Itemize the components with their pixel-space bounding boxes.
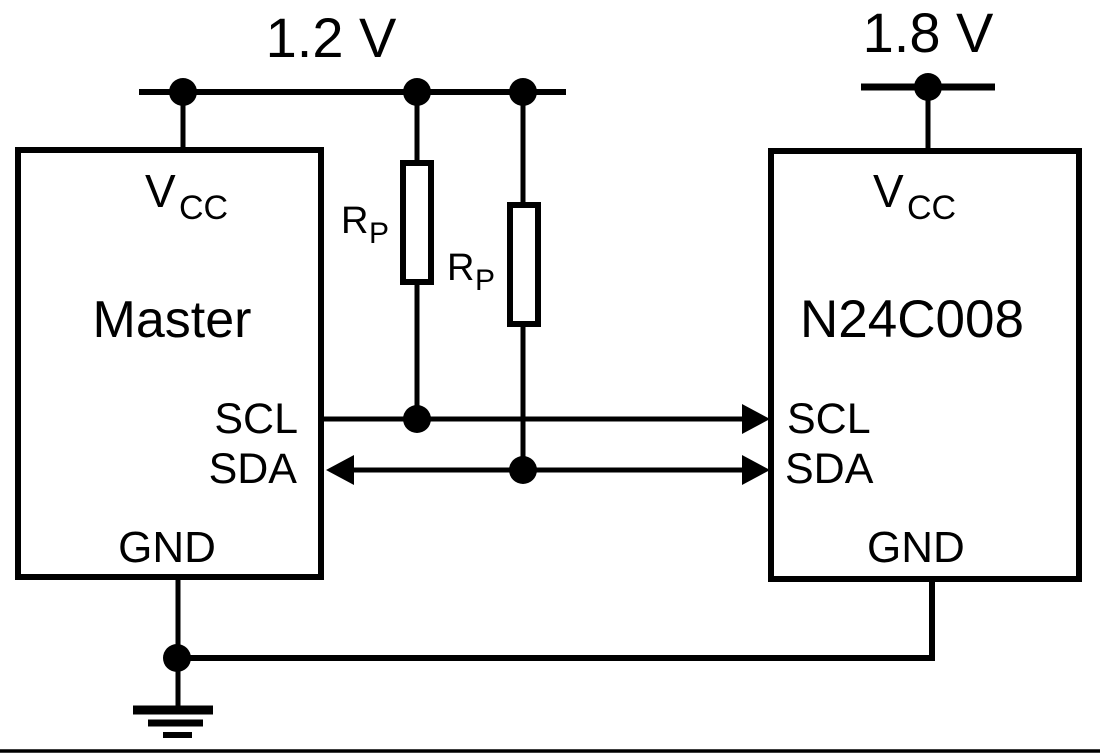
pullup-sda-subscript: P [475, 264, 495, 297]
supply-label-1v2: 1.2 V [266, 6, 397, 69]
slave-vcc-label: V [873, 165, 904, 217]
master-vcc-label: V [145, 165, 176, 217]
master-gnd-label: GND [118, 523, 216, 572]
master-sda-label: SDA [209, 445, 298, 493]
junction-dot-1v8 [914, 73, 942, 101]
pullup-resistor-scl-body [400, 160, 434, 285]
slave-block [768, 148, 1082, 582]
pullup-scl-label: R [341, 200, 368, 242]
sda-arrowhead-right-icon [742, 455, 770, 485]
slave-gnd-label: GND [867, 523, 965, 572]
slave-scl-label: SCL [787, 395, 871, 443]
master-vcc-subscript: CC [179, 189, 228, 227]
slave-vcc-subscript: CC [907, 189, 956, 227]
master-block [15, 147, 324, 580]
scl-arrowhead-right-icon [742, 404, 770, 434]
junction-dot-scl [403, 405, 431, 433]
junction-dot-rail-master [169, 78, 197, 106]
sda-arrowhead-left-icon [326, 455, 354, 485]
junction-dot-sda [509, 456, 537, 484]
junction-dot-rail-rp1 [403, 78, 431, 106]
junction-dot-rail-rp2 [509, 78, 537, 106]
slave-sda-label: SDA [785, 445, 874, 493]
supply-label-1v8: 1.8 V [863, 1, 994, 64]
slave-name-label: N24C008 [800, 290, 1024, 349]
pullup-resistor-sda-body [507, 202, 541, 327]
ground-symbol-icon [133, 705, 213, 738]
junction-dot-gnd [163, 644, 191, 672]
pullup-sda-label: R [447, 247, 474, 289]
master-scl-label: SCL [214, 395, 298, 443]
master-name-label: Master [93, 291, 252, 349]
pullup-scl-subscript: P [369, 217, 389, 250]
